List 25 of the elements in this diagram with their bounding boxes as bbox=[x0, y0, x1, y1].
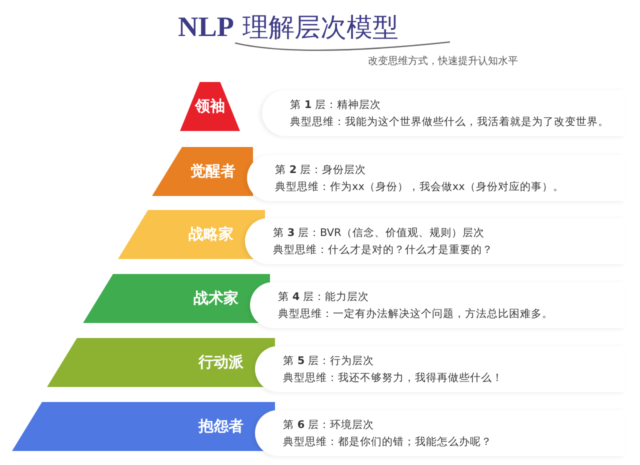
title: NLP 理解层次模型 bbox=[178, 11, 398, 45]
description-card bbox=[250, 282, 625, 328]
description-card bbox=[247, 155, 625, 201]
level-name: 战略家 bbox=[188, 224, 234, 244]
level-description: 典型思维：一定有办法解决这个问题，方法总比困难多。 bbox=[278, 307, 554, 322]
level-description: 典型思维：我能为这个世界做些什么，我活着就是为了改变世界。 bbox=[290, 115, 610, 130]
level-name: 抱怨者 bbox=[198, 416, 244, 436]
level-description: 典型思维：什么才是对的？什么才是重要的？ bbox=[273, 243, 494, 258]
level-heading: 第 6 层：环境层次 bbox=[283, 418, 375, 433]
level-name: 觉醒者 bbox=[190, 161, 236, 181]
level-description: 典型思维：都是你们的错；我能怎么办呢？ bbox=[283, 435, 493, 450]
description-card bbox=[255, 410, 625, 456]
level-heading: 第 4 层：能力层次 bbox=[278, 290, 370, 305]
description-card bbox=[255, 346, 625, 392]
level-name: 行动派 bbox=[198, 352, 244, 372]
level-heading: 第 5 层：行为层次 bbox=[283, 354, 375, 369]
level-heading: 第 3 层：BVR（信念、价值观、规则）层次 bbox=[273, 226, 486, 241]
level-heading: 第 1 层：精神层次 bbox=[290, 98, 382, 113]
level-name: 领袖 bbox=[195, 96, 225, 116]
level-name: 战术家 bbox=[194, 288, 238, 308]
description-card bbox=[245, 218, 625, 264]
level-heading: 第 2 层：身份层次 bbox=[275, 163, 367, 178]
level-description: 典型思维：我还不够努力，我得再做些什么！ bbox=[283, 371, 504, 386]
level-description: 典型思维：作为xx（身份），我会做xx（身份对应的事）。 bbox=[275, 180, 565, 195]
subtitle: 改变思维方式，快速提升认知水平 bbox=[368, 54, 518, 68]
